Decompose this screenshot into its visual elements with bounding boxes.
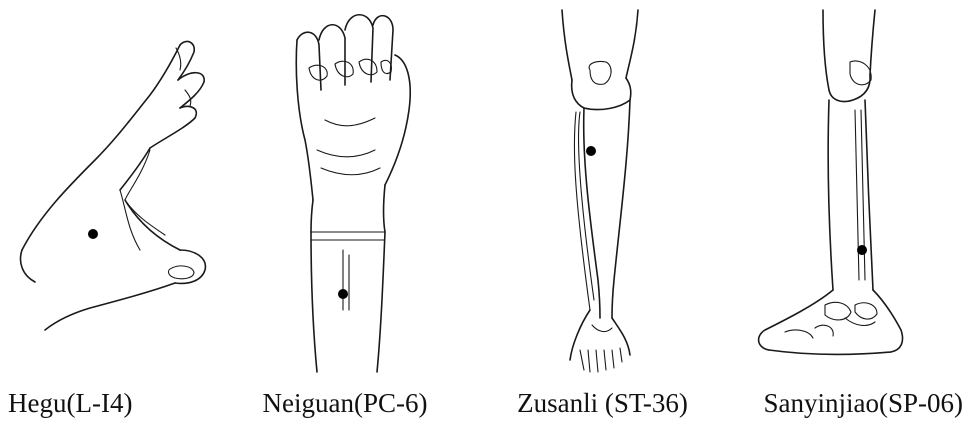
caption-zusanli: Zusanli (ST-36): [480, 388, 725, 419]
caption-hegu: Hegu(L-I4): [8, 388, 225, 419]
hand-illustration: [0, 0, 225, 385]
caption-sanyinjiao: Sanyinjiao(SP-06): [764, 388, 964, 419]
sanyinjiao-point: [857, 245, 867, 255]
panel-zusanli: Zusanli (ST-36): [480, 0, 725, 426]
panel-neiguan: Neiguan(PC-6): [225, 0, 465, 426]
panel-sanyinjiao: Sanyinjiao(SP-06): [725, 0, 969, 426]
hegu-point: [88, 229, 98, 239]
panel-hegu: Hegu(L-I4): [0, 0, 225, 426]
forearm-illustration: [225, 0, 465, 385]
leg-side-illustration: [725, 0, 969, 385]
neiguan-point: [338, 289, 348, 299]
leg-front-illustration: [480, 0, 725, 385]
zusanli-point: [586, 146, 596, 156]
caption-neiguan: Neiguan(PC-6): [225, 388, 465, 419]
